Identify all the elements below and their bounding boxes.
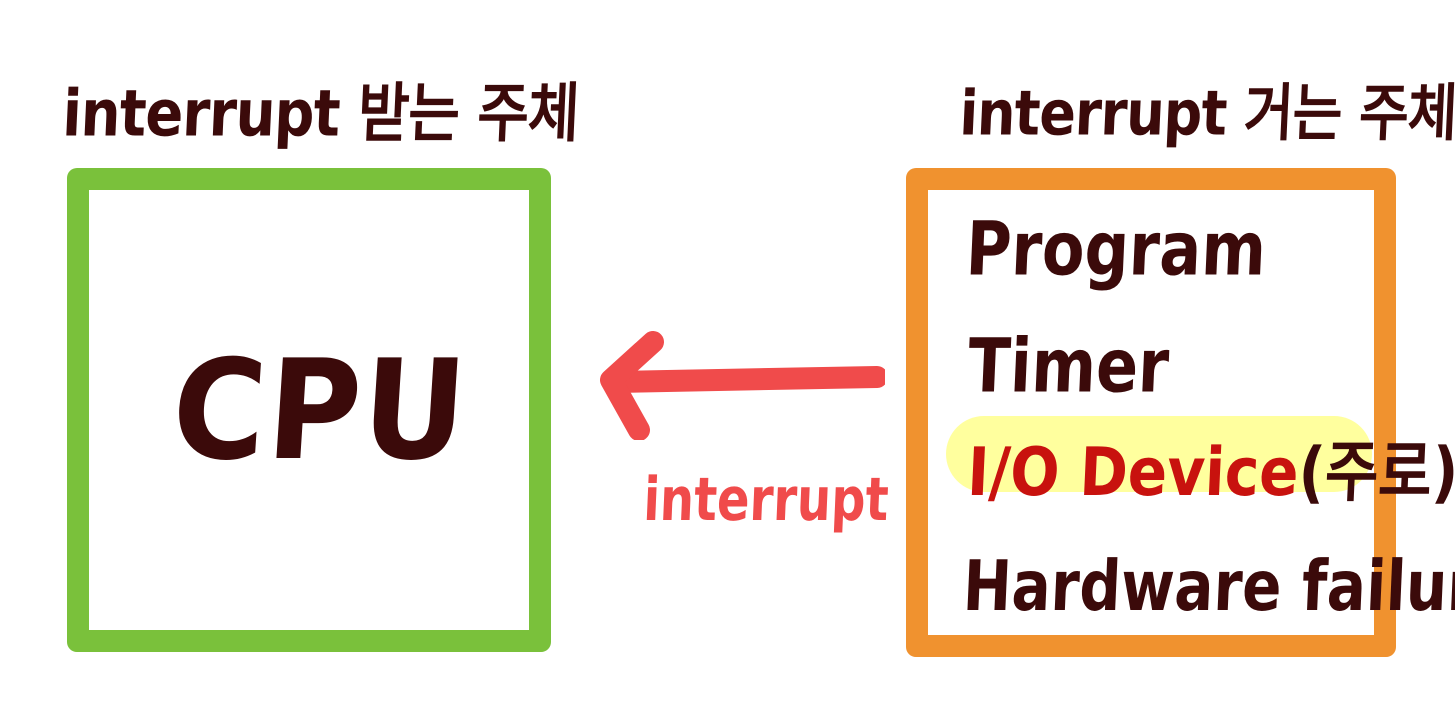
interrupt-arrow-icon <box>600 331 885 440</box>
interrupt-sources-box <box>906 168 1396 657</box>
source-program: Program <box>964 205 1269 293</box>
sender-heading: interrupt 거는 주체 <box>958 76 1455 150</box>
receiver-heading: interrupt 받는 주체 <box>60 76 581 152</box>
io-device-note: (주로) <box>1296 432 1455 512</box>
source-timer: Timer <box>966 322 1171 410</box>
cpu-box <box>67 168 551 652</box>
io-device-label: I/O Device <box>965 432 1301 512</box>
interrupt-edge-label: interrupt <box>642 465 890 535</box>
arrow-head <box>600 331 664 440</box>
source-hardware-failure: Hardware failure <box>961 545 1455 627</box>
arrow-shaft <box>602 366 885 393</box>
cpu-label: CPU <box>167 330 473 491</box>
io-device-highlight <box>946 416 1372 492</box>
source-io-device: I/O Device(주로) <box>966 418 1455 515</box>
